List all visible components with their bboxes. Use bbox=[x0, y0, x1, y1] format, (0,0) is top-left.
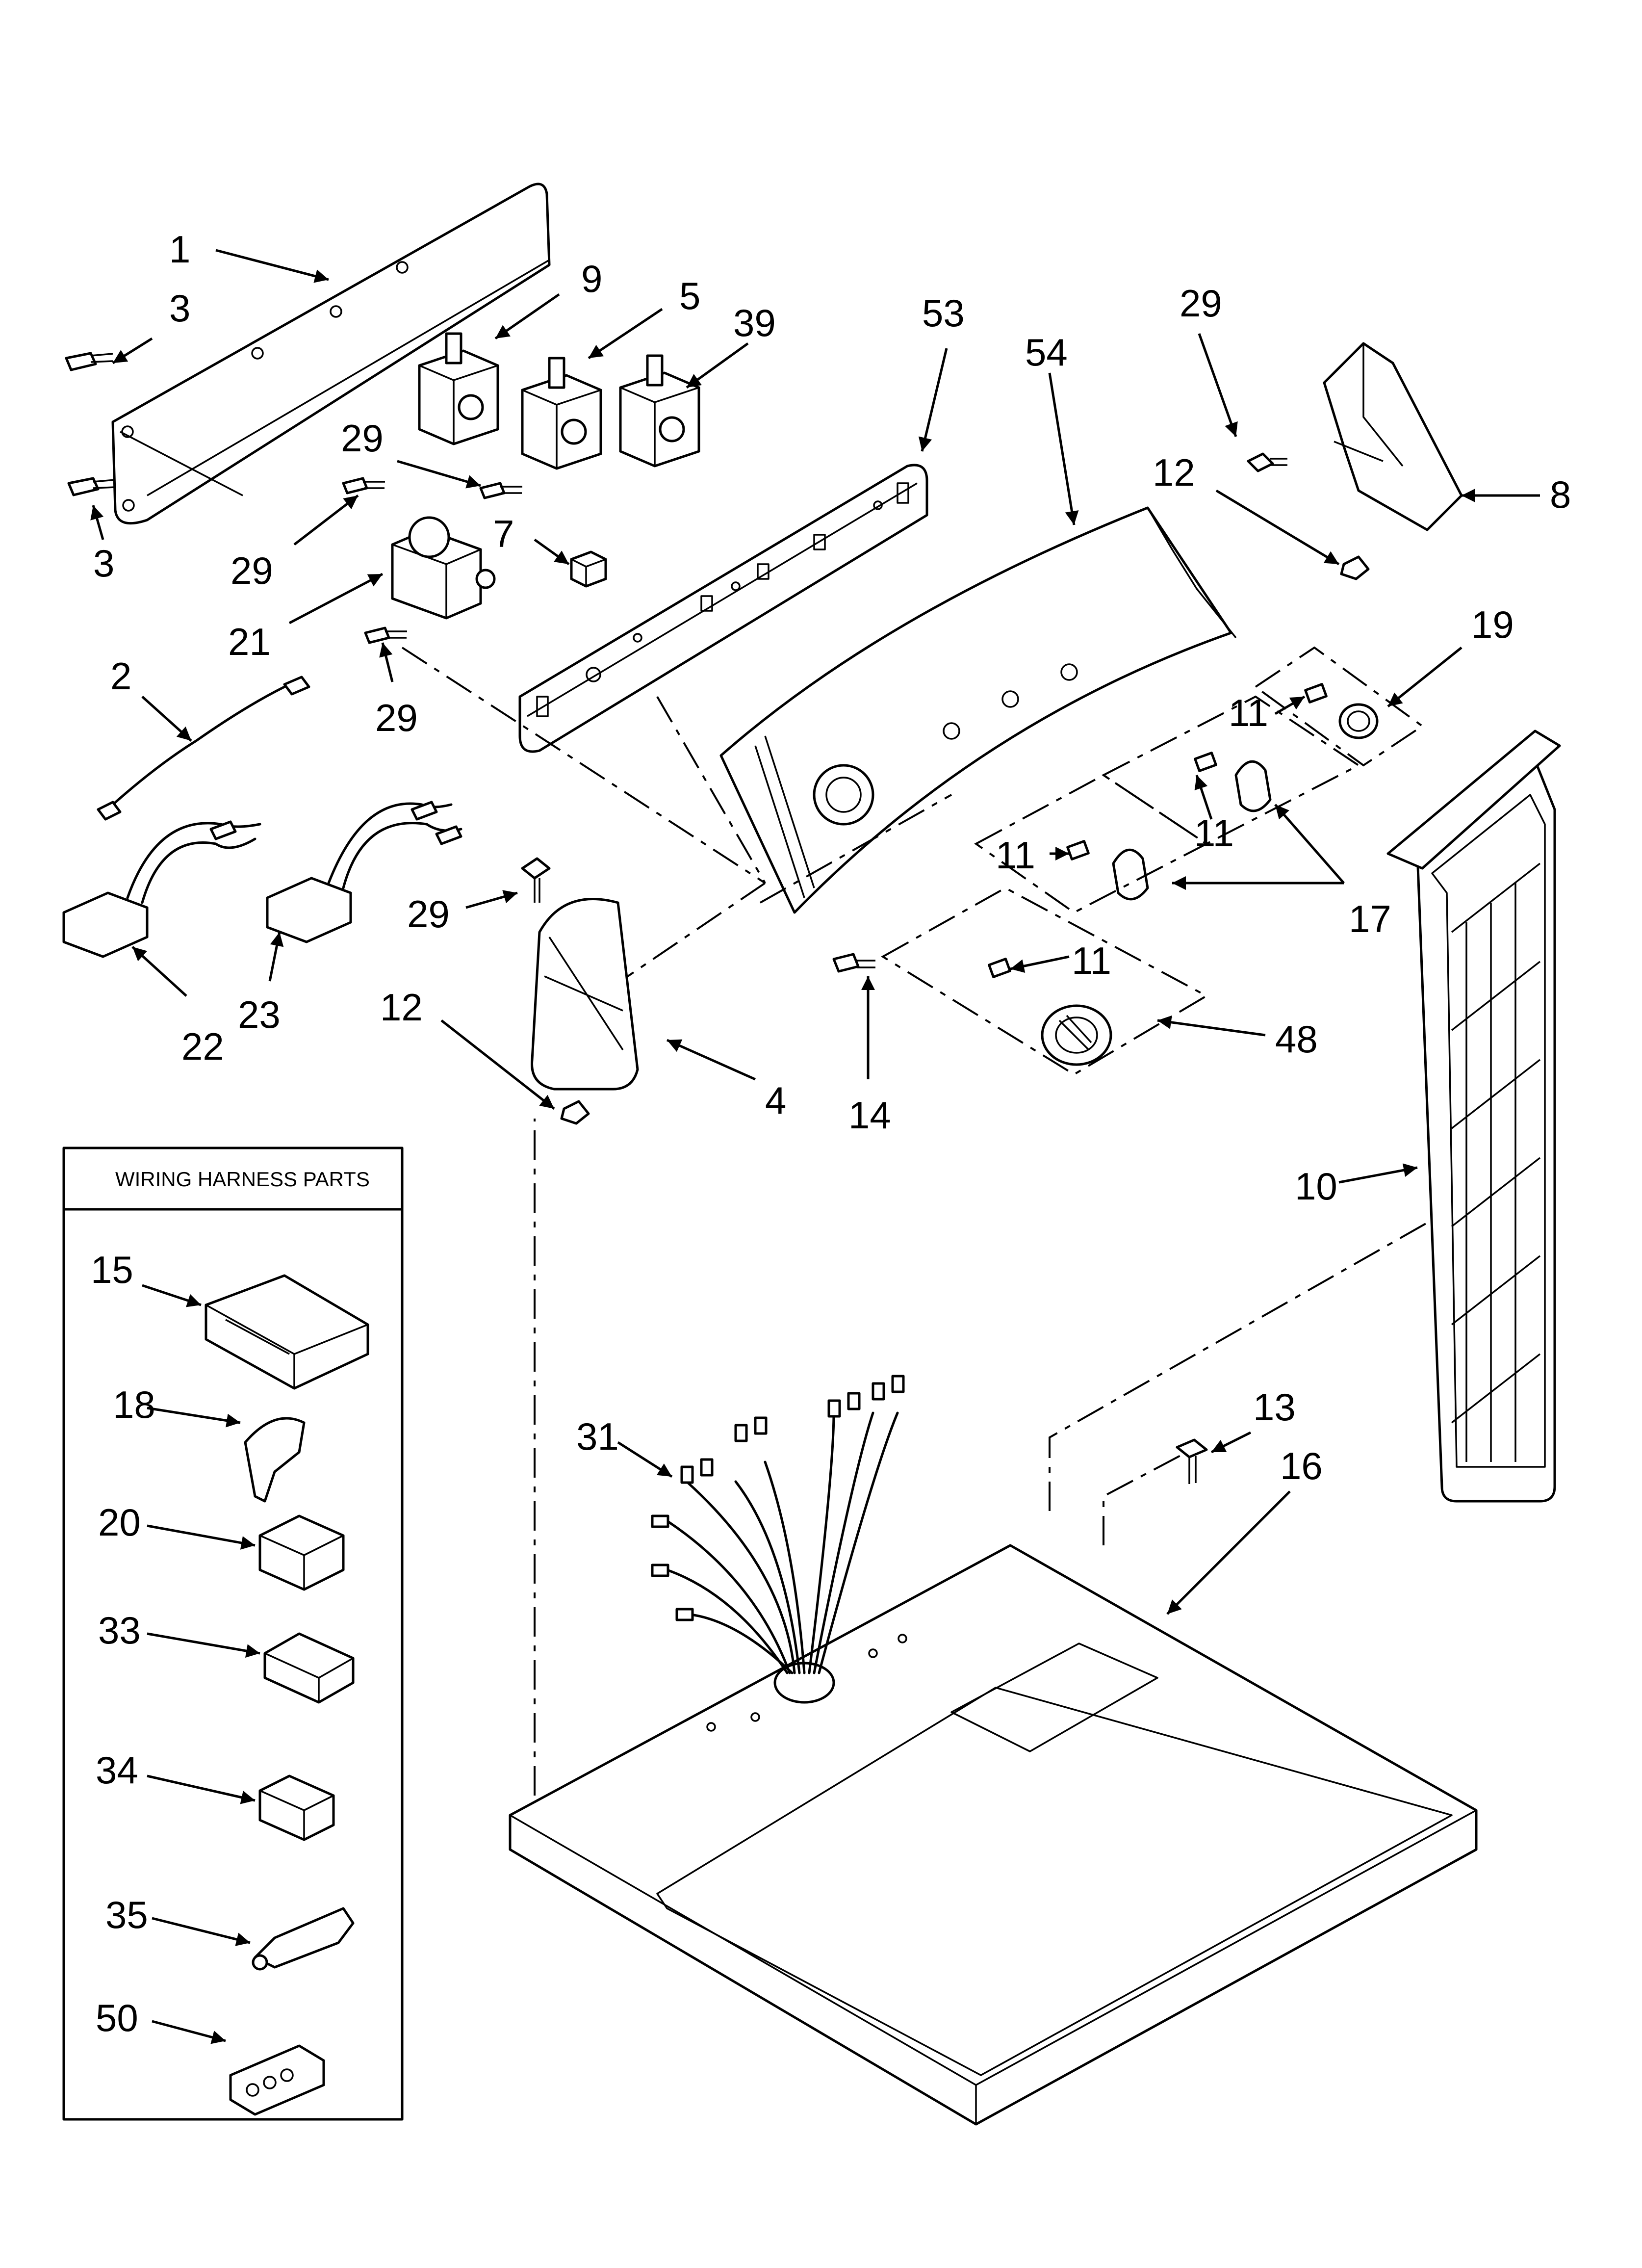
legend-part-50 bbox=[229, 2044, 325, 2116]
screw-part-13 bbox=[1176, 1438, 1208, 1484]
callout-11-d: 11 bbox=[1072, 939, 1111, 982]
screw-part-29-mid bbox=[521, 857, 551, 903]
legend-callout-50: 50 bbox=[96, 1996, 138, 2039]
callout-21: 21 bbox=[228, 620, 271, 663]
knob-part-17 bbox=[1066, 752, 1272, 901]
callout-3-top: 3 bbox=[169, 287, 190, 330]
callout-29-d: 29 bbox=[407, 892, 450, 936]
callout-31: 31 bbox=[576, 1415, 619, 1458]
legend-callout-18: 18 bbox=[113, 1383, 155, 1426]
callout-4: 4 bbox=[765, 1079, 786, 1122]
bracket-part-8 bbox=[1247, 342, 1463, 531]
legend-part-20 bbox=[258, 1514, 345, 1591]
legend-callout-33: 33 bbox=[98, 1609, 141, 1652]
legend-callout-15: 15 bbox=[91, 1248, 133, 1291]
callout-8: 8 bbox=[1550, 473, 1571, 516]
timer-part-21 bbox=[391, 516, 496, 620]
callout-labels: 1 3 3 9 5 39 53 54 29 8 12 29 7 29 21 29… bbox=[91, 228, 1571, 2039]
callout-29-b: 29 bbox=[231, 549, 273, 592]
callout-3-bottom: 3 bbox=[93, 542, 114, 585]
screw-part-29-left bbox=[342, 477, 522, 644]
callout-11-b: 11 bbox=[1194, 811, 1234, 855]
switch-part-39 bbox=[619, 354, 700, 468]
callout-12-mid: 12 bbox=[380, 986, 423, 1029]
spacer-part-7 bbox=[570, 550, 607, 588]
callout-19: 19 bbox=[1471, 603, 1514, 646]
callout-1: 1 bbox=[169, 228, 190, 271]
rear-panel-part bbox=[111, 182, 551, 525]
legend-box: WIRING HARNESS PARTS bbox=[62, 1147, 404, 2121]
callout-54: 54 bbox=[1025, 331, 1068, 374]
callout-9: 9 bbox=[581, 257, 602, 300]
callout-16: 16 bbox=[1280, 1444, 1323, 1487]
control-bracket-part-53 bbox=[518, 464, 928, 753]
callout-11-a: 11 bbox=[1229, 691, 1268, 734]
callout-10: 10 bbox=[1295, 1165, 1337, 1208]
callout-53: 53 bbox=[922, 291, 965, 335]
lint-filter-part-10 bbox=[1386, 730, 1561, 1503]
callout-5: 5 bbox=[679, 274, 700, 317]
harness-part-22 bbox=[62, 820, 261, 958]
callout-14: 14 bbox=[848, 1094, 891, 1137]
legend-part-15 bbox=[205, 1274, 369, 1390]
callout-17: 17 bbox=[1349, 897, 1391, 940]
switch-part-9 bbox=[418, 332, 499, 445]
harness-part-23 bbox=[266, 801, 462, 943]
legend-part-33 bbox=[263, 1632, 355, 1704]
callout-13: 13 bbox=[1253, 1385, 1296, 1429]
knob-part-19 bbox=[1304, 683, 1379, 739]
legend-callout-34: 34 bbox=[96, 1748, 138, 1792]
legend-part-18 bbox=[244, 1417, 306, 1503]
callout-12-topright: 12 bbox=[1153, 451, 1195, 494]
assembly-outlines bbox=[401, 646, 1482, 1796]
callout-7: 7 bbox=[493, 512, 514, 555]
console-part-54 bbox=[719, 506, 1237, 914]
callout-39: 39 bbox=[733, 301, 776, 344]
switch-part-5 bbox=[521, 357, 602, 470]
callout-29-c: 29 bbox=[375, 696, 418, 739]
callout-48: 48 bbox=[1275, 1017, 1318, 1061]
screw-part-3 bbox=[65, 352, 116, 496]
callout-29-a: 29 bbox=[341, 417, 384, 460]
legend-callout-20: 20 bbox=[98, 1501, 141, 1544]
wire-harness-part-31 bbox=[651, 1375, 905, 1674]
endcap-part-4 bbox=[531, 898, 639, 1091]
legend-callout-35: 35 bbox=[105, 1893, 148, 1936]
leader-lines bbox=[90, 249, 1540, 2044]
legend-part-34 bbox=[258, 1774, 335, 1841]
callout-11-c: 11 bbox=[996, 834, 1035, 877]
callout-2: 2 bbox=[110, 654, 131, 698]
clip-part-12-mid bbox=[560, 1100, 590, 1125]
callout-23: 23 bbox=[238, 993, 281, 1036]
legend-title: WIRING HARNESS PARTS bbox=[115, 1168, 370, 1191]
lint-filter-mesh bbox=[1451, 862, 1541, 1462]
knob-part-48 bbox=[988, 958, 1112, 1066]
clip-part-12-top bbox=[1340, 555, 1370, 580]
top-panel-part-16 bbox=[509, 1544, 1478, 2126]
callout-29-topright: 29 bbox=[1180, 282, 1222, 325]
screw-part-14 bbox=[832, 953, 875, 973]
callout-22: 22 bbox=[181, 1025, 224, 1068]
legend-part-35 bbox=[252, 1907, 355, 1971]
harness-part-2 bbox=[97, 676, 310, 821]
